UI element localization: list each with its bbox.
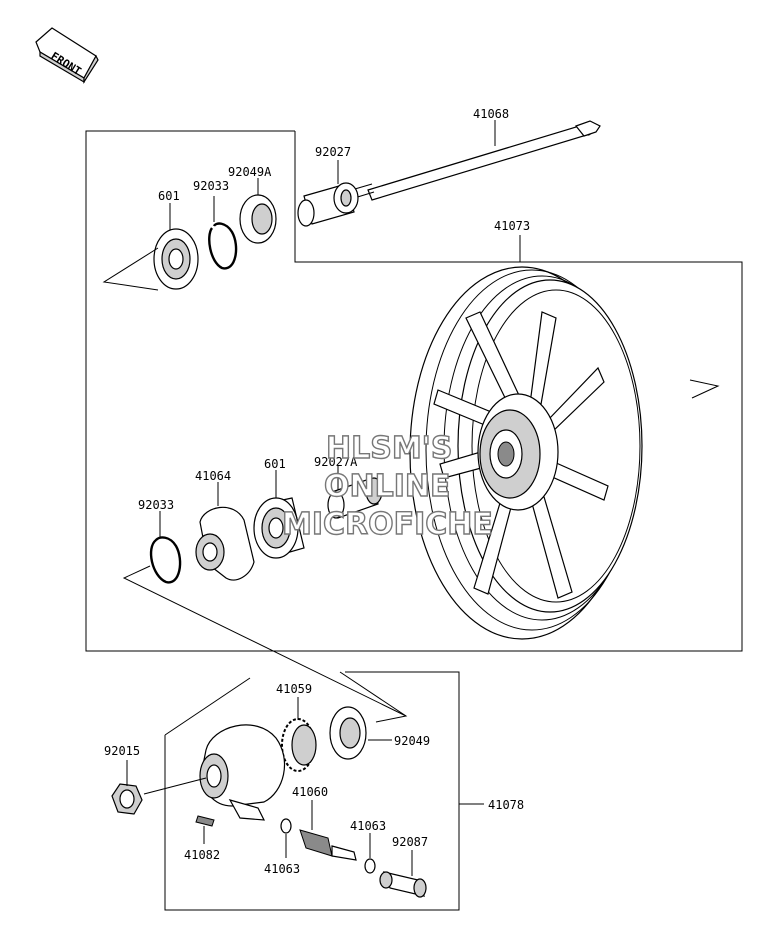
bushing-92087 — [379, 850, 427, 898]
watermark: HLSM'S ONLINE MICROFICHE — [281, 430, 493, 542]
label-41073: 41073 — [494, 219, 530, 233]
bearing-601-mid — [253, 470, 305, 559]
label-41064: 41064 — [195, 469, 231, 483]
meter-gear-assembly-outline — [164, 671, 460, 911]
label-41063-b: 41063 — [264, 862, 300, 876]
label-41078: 41078 — [488, 798, 524, 812]
watermark-line3: MICROFICHE — [282, 507, 493, 542]
wheel-41073 — [409, 235, 720, 640]
label-41060: 41060 — [292, 785, 328, 799]
housing-41064 — [195, 482, 255, 581]
wheel-assembly-outline — [85, 130, 743, 652]
gear-housing — [143, 724, 286, 821]
label-41059: 41059 — [276, 682, 312, 696]
label-601-mid: 601 — [264, 457, 286, 471]
label-41068: 41068 — [473, 107, 509, 121]
circlip-92033-top — [208, 196, 238, 270]
label-92087: 92087 — [392, 835, 428, 849]
nut-92015 — [111, 760, 143, 815]
label-92033-top: 92033 — [193, 179, 229, 193]
label-601-top: 601 — [158, 189, 180, 203]
watermark-line2: ONLINE — [324, 469, 451, 504]
front-arrow-icon: FRONT — [35, 27, 99, 85]
axle-41068 — [323, 120, 601, 207]
label-92049: 92049 — [394, 734, 430, 748]
gear-41059 — [281, 697, 317, 772]
bearing-601-top — [102, 203, 199, 291]
pinion-41060 — [299, 800, 357, 861]
label-41063-a: 41063 — [350, 819, 386, 833]
spacer-92027 — [297, 160, 359, 227]
label-92027: 92027 — [315, 145, 351, 159]
spacer-92027A — [327, 465, 383, 519]
label-92015: 92015 — [104, 744, 140, 758]
label-92033-mid: 92033 — [138, 498, 174, 512]
washer-41063-b — [280, 818, 292, 858]
label-92027A: 92027A — [314, 455, 358, 469]
washer-41063-a — [364, 833, 376, 874]
watermark-line1: HLSM'S — [326, 431, 452, 466]
label-41082: 41082 — [184, 848, 220, 862]
label-92049A: 92049A — [228, 165, 272, 179]
pin-41082 — [195, 815, 215, 844]
seal-92049A — [239, 178, 277, 244]
seal-92049 — [329, 706, 392, 760]
circlip-92033-mid — [122, 511, 407, 717]
